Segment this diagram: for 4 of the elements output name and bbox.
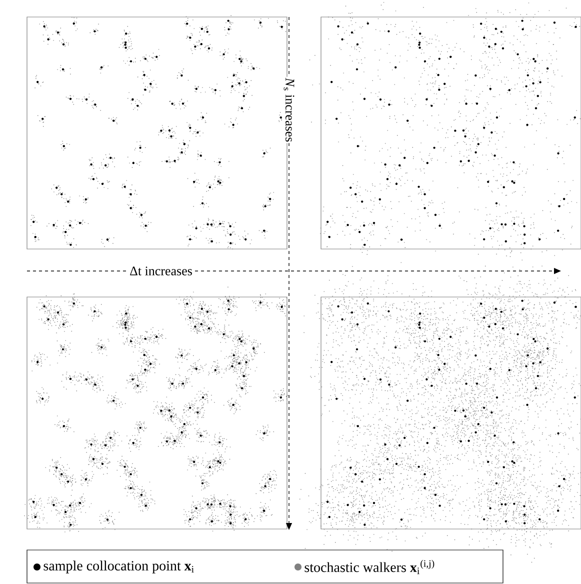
arrow-label: N$_{s}$ increases — [282, 76, 296, 144]
arrow-label: Δt increases — [128, 266, 194, 276]
legend-label: stochastic walkers x$_{i}$(i,j) — [304, 560, 434, 574]
legend-label: sample collocation point x$_{i}$ — [44, 560, 194, 574]
